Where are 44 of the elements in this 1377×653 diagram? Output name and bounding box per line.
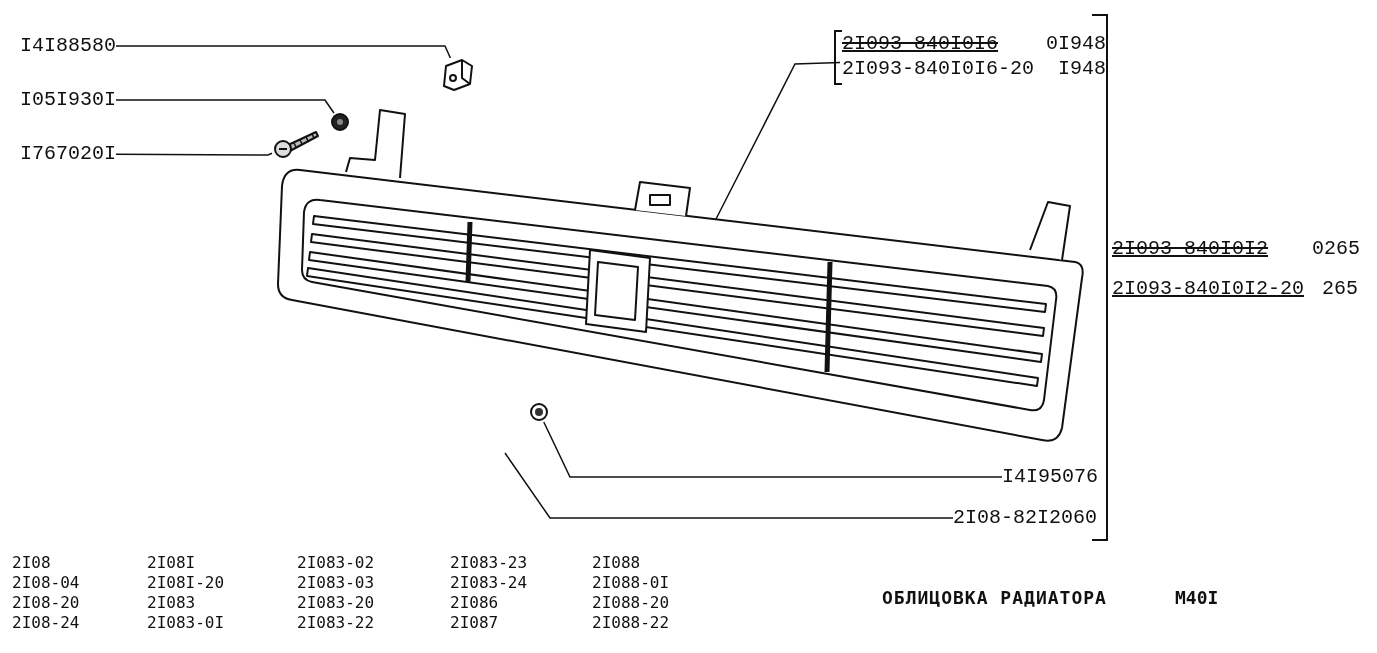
model-code: 2I08 bbox=[12, 553, 51, 573]
leader-line bbox=[115, 152, 273, 156]
nut-drawing bbox=[331, 113, 349, 131]
model-code: 2I088-0I bbox=[592, 573, 670, 593]
part-number: I4I95076 bbox=[1002, 466, 1098, 488]
model-code: 2I088-20 bbox=[592, 593, 670, 613]
leader-line bbox=[504, 452, 954, 519]
model-code: 2I083-23 bbox=[450, 553, 528, 573]
title: ОБЛИЦОВКА РАДИАТОРА bbox=[882, 588, 1107, 608]
model-code: 2I08I-20 bbox=[147, 573, 225, 593]
part-number: 2I08-82I2060 bbox=[953, 507, 1098, 529]
model-code: 2I083-22 bbox=[297, 613, 375, 633]
model-code: 2I083-02 bbox=[297, 553, 375, 573]
model-code: 2I083-0I bbox=[147, 613, 225, 633]
part-number: 2I093-840I0I2 bbox=[1112, 238, 1269, 260]
model-code: 2I088-22 bbox=[592, 613, 670, 633]
model-code: 2I08I bbox=[147, 553, 196, 573]
clip-drawing bbox=[440, 58, 476, 92]
model-code: 2I086 bbox=[450, 593, 499, 613]
part-number: I4I88580 bbox=[20, 35, 116, 57]
leader-line bbox=[115, 45, 452, 59]
model-code: 2I088 bbox=[592, 553, 641, 573]
model-code: 2I083-03 bbox=[297, 573, 375, 593]
model-code: 2I083-20 bbox=[297, 593, 375, 613]
nut-drawing bbox=[529, 402, 549, 422]
part-number: I767020I bbox=[20, 143, 116, 165]
part-number: 2I093-840I0I2-20 bbox=[1112, 278, 1305, 300]
leader-line bbox=[543, 421, 1003, 478]
model-code: 2I083-24 bbox=[450, 573, 528, 593]
leader-line bbox=[115, 99, 335, 114]
quantity-code: 0I948 bbox=[1046, 33, 1106, 55]
model-code: 2I08-20 bbox=[12, 593, 80, 613]
page-code: M40I bbox=[1175, 588, 1219, 608]
quantity-code: I948 bbox=[1058, 58, 1106, 80]
model-code: 2I083 bbox=[147, 593, 196, 613]
model-code: 2I08-04 bbox=[12, 573, 80, 593]
part-number: 2I093-840I0I6 bbox=[842, 33, 999, 55]
quantity-code: 0265 bbox=[1312, 238, 1360, 260]
model-code: 2I08-24 bbox=[12, 613, 80, 633]
model-code: 2I087 bbox=[450, 613, 499, 633]
quantity-code: 265 bbox=[1322, 278, 1358, 300]
screw-drawing bbox=[272, 128, 320, 158]
part-number: 2I093-840I0I6-20 bbox=[842, 58, 1035, 80]
part-number: I05I930I bbox=[20, 89, 116, 111]
